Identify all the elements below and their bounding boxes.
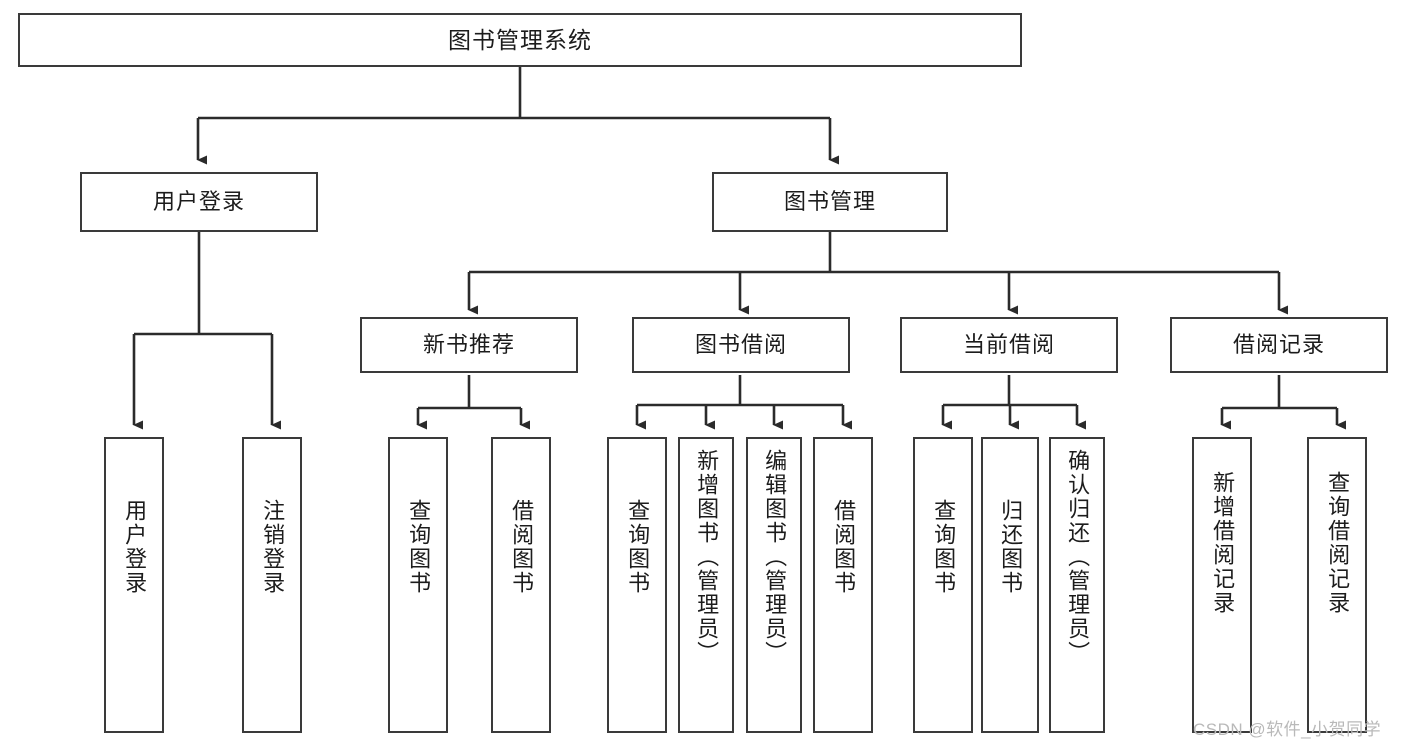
node-leaf-confirm-return[interactable]: 确认归还（管理员） [1049,437,1105,733]
node-leaf-edit-book[interactable]: 编辑图书（管理员） [746,437,802,733]
node-leaf-query-book-1[interactable]: 查询图书 [388,437,448,733]
node-new-book-recommend-label: 新书推荐 [422,332,515,358]
node-leaf-query-book-2[interactable]: 查询图书 [607,437,667,733]
node-leaf-user-logout-label: 注销登录 [260,499,286,595]
node-leaf-user-logout[interactable]: 注销登录 [242,437,302,733]
node-book-manage-label: 图书管理 [783,189,876,215]
node-new-book-recommend[interactable]: 新书推荐 [360,317,578,373]
node-book-borrow[interactable]: 图书借阅 [632,317,850,373]
node-book-borrow-label: 图书借阅 [694,332,787,358]
node-root-label: 图书管理系统 [448,26,592,53]
node-leaf-borrow-book-2[interactable]: 借阅图书 [813,437,873,733]
node-leaf-add-record-label: 新增借阅记录 [1210,471,1236,615]
node-leaf-user-login[interactable]: 用户登录 [104,437,164,733]
node-user-login-label: 用户登录 [152,189,245,215]
node-leaf-add-book[interactable]: 新增图书（管理员） [678,437,734,733]
node-leaf-return-book-label: 归还图书 [998,499,1024,595]
node-leaf-query-record[interactable]: 查询借阅记录 [1307,437,1367,733]
node-leaf-edit-book-label: 编辑图书（管理员） [762,449,788,665]
node-leaf-return-book[interactable]: 归还图书 [981,437,1039,733]
node-user-login[interactable]: 用户登录 [80,172,318,232]
node-current-borrow-label: 当前借阅 [962,332,1055,358]
node-leaf-query-book-1-label: 查询图书 [406,499,432,595]
node-root[interactable]: 图书管理系统 [18,13,1022,67]
node-leaf-query-book-2-label: 查询图书 [625,499,651,595]
node-current-borrow[interactable]: 当前借阅 [900,317,1118,373]
node-leaf-confirm-return-label: 确认归还（管理员） [1065,449,1091,665]
csdn-watermark: CSDN @软件_小贺同学 [1193,720,1382,739]
node-leaf-add-record[interactable]: 新增借阅记录 [1192,437,1252,733]
node-book-manage[interactable]: 图书管理 [712,172,948,232]
node-leaf-borrow-book-2-label: 借阅图书 [831,499,857,595]
node-leaf-add-book-label: 新增图书（管理员） [694,449,720,665]
node-leaf-borrow-book-1-label: 借阅图书 [509,499,535,595]
node-leaf-query-book-3-label: 查询图书 [931,499,957,595]
node-leaf-borrow-book-1[interactable]: 借阅图书 [491,437,551,733]
node-leaf-query-record-label: 查询借阅记录 [1325,471,1351,615]
node-borrow-record-label: 借阅记录 [1232,332,1325,358]
node-leaf-user-login-label: 用户登录 [122,499,148,595]
node-borrow-record[interactable]: 借阅记录 [1170,317,1388,373]
node-leaf-query-book-3[interactable]: 查询图书 [913,437,973,733]
